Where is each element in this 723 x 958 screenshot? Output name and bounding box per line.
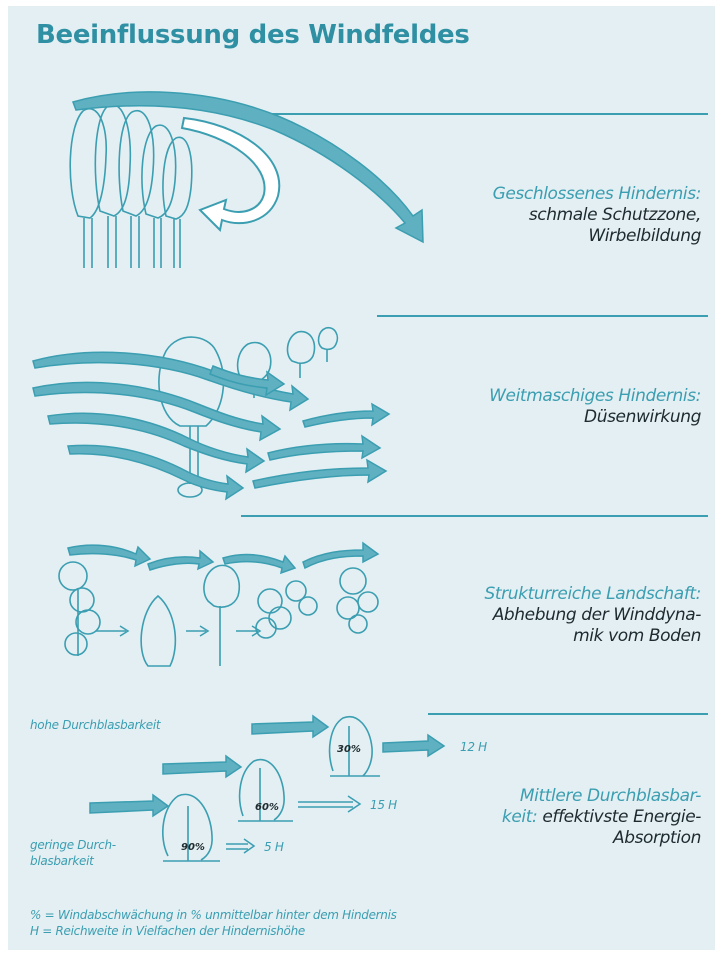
caption-heading: Mittlere Durchblasbar- (502, 786, 701, 807)
low-permeability-label-line2: blasbarkeit (30, 854, 94, 868)
caption-line: Wirbelbildung (493, 226, 701, 247)
caption-heading-continued: keit: (502, 807, 537, 827)
caption-line: schmale Schutzzone, (493, 205, 701, 226)
caption-heading: Geschlossenes Hindernis: (493, 184, 701, 205)
reach-label-15h: 15 H (370, 798, 397, 812)
reduction-label-60: 60% (255, 802, 279, 813)
reach-label-12h: 12 H (460, 740, 487, 754)
caption-structured-landscape: Strukturreiche Landschaft: Abhebung der … (485, 584, 701, 647)
caption-heading: Strukturreiche Landschaft: (485, 584, 701, 605)
caption-medium-permeability: Mittlere Durchblasbar- keit: effektivste… (502, 786, 701, 849)
tree-group (70, 105, 192, 268)
caption-line: mik vom Boden (485, 626, 701, 647)
low-permeability-label-line1: geringe Durch- (30, 838, 116, 852)
closed-obstacle-illustration (70, 92, 423, 268)
caption-line: Düsenwirkung (489, 407, 701, 428)
high-permeability-label: hohe Durchblasbarkeit (30, 718, 160, 732)
legend-note-percent: % = Windabschwächung in % unmittelbar hi… (30, 908, 397, 922)
caption-porous-obstacle: Weitmaschiges Hindernis: Düsenwirkung (489, 386, 701, 428)
porous-obstacle-illustration (33, 328, 389, 499)
legend-note-height: H = Reichweite in Vielfachen der Hindern… (30, 924, 305, 938)
reduction-label-30: 30% (337, 744, 361, 755)
structured-landscape-illustration (59, 543, 378, 666)
caption-closed-obstacle: Geschlossenes Hindernis: schmale Schutzz… (493, 184, 701, 247)
caption-line: Abhebung der Winddyna- (485, 605, 701, 626)
caption-line: effektivste Energie- (537, 807, 701, 827)
caption-heading: Weitmaschiges Hindernis: (489, 386, 701, 407)
caption-line: Absorption (502, 828, 701, 849)
reach-label-5h: 5 H (264, 840, 284, 854)
vortex-arrow (182, 118, 279, 230)
reduction-label-90: 90% (181, 842, 205, 853)
diagram-panel: Beeinflussung des Windfeldes .tree { fil… (8, 6, 715, 950)
